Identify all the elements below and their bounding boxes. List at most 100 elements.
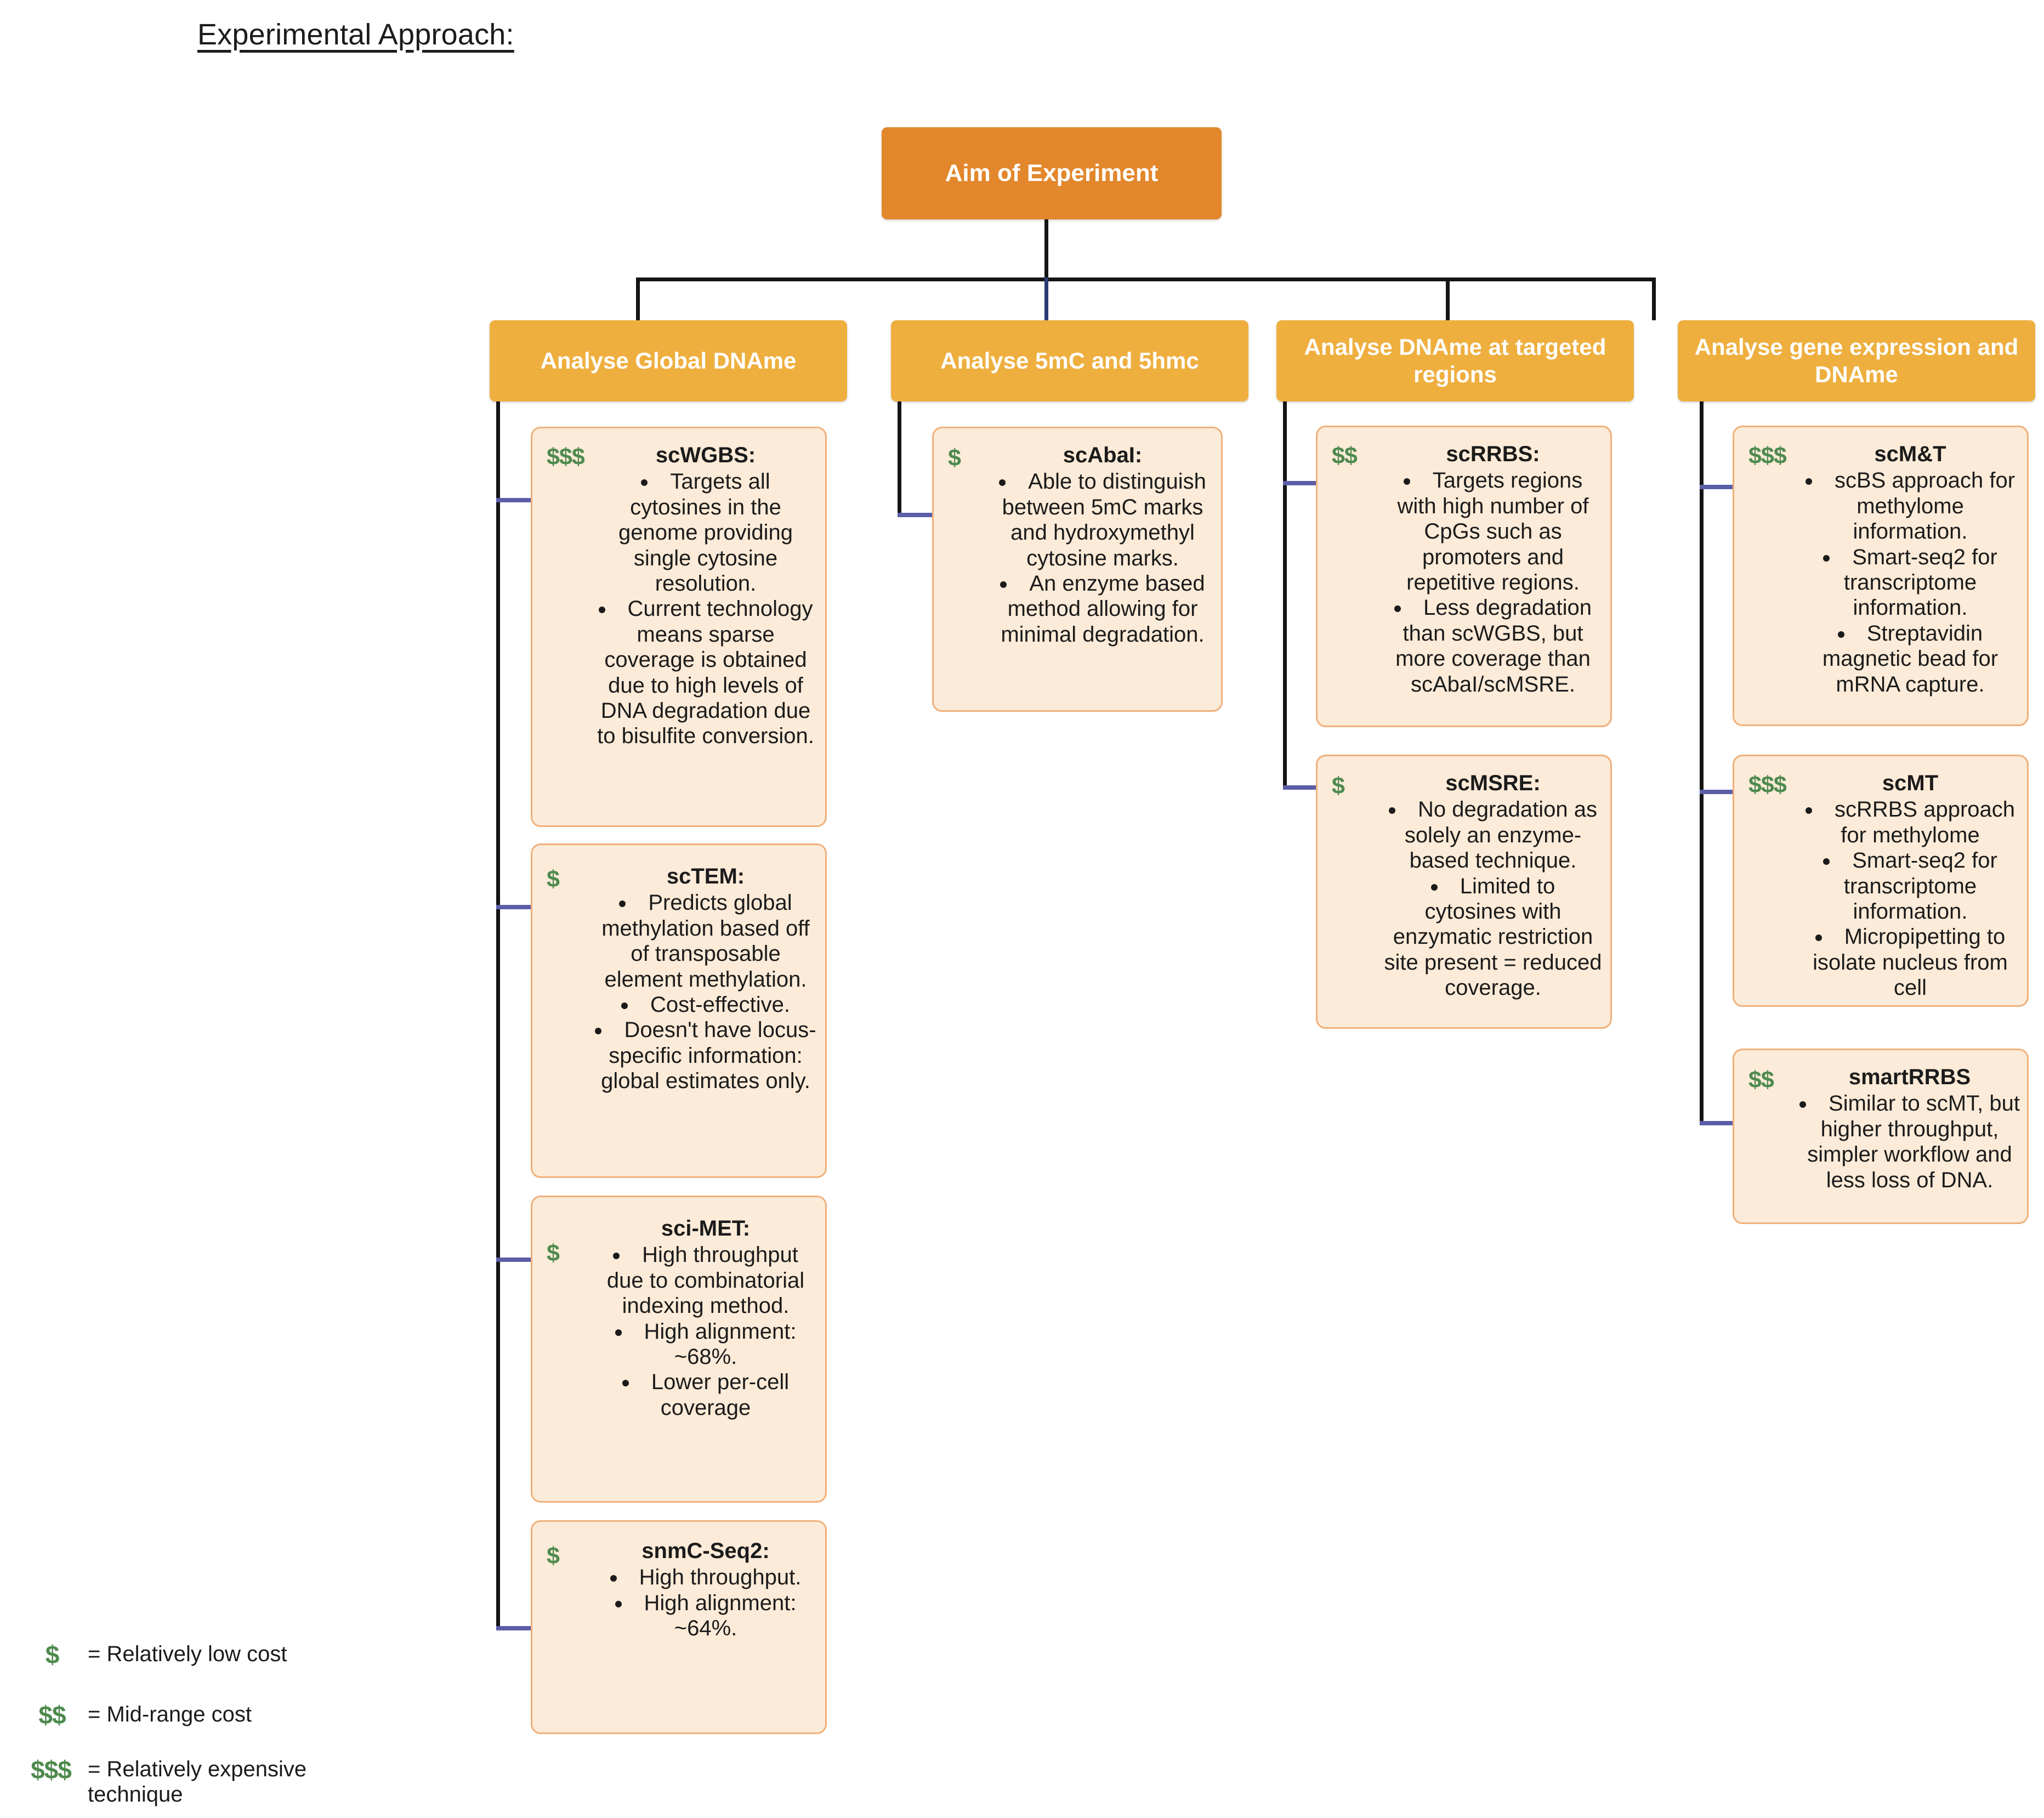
- node-label: Analyse Global DNAme: [540, 348, 797, 374]
- card-title: scRRBS:: [1446, 442, 1540, 466]
- page-title: Experimental Approach:: [197, 18, 514, 51]
- cost-indicator: $$$: [1748, 443, 1787, 469]
- card-title: scAbaI:: [1063, 443, 1143, 467]
- bullet-item: Predicts global methylation based off of…: [593, 890, 819, 992]
- category-drop-connector-3: [1446, 277, 1450, 320]
- card-title: sci-MET:: [661, 1216, 751, 1241]
- bullet-item: Lower per-cell coverage: [593, 1369, 819, 1420]
- cost-indicator: $: [1332, 773, 1345, 799]
- bullet-item: scRRBS approach for methylome: [1800, 797, 2020, 848]
- card-bullet-list: Able to distinguish between 5mC marks an…: [993, 469, 1212, 647]
- column-4-stub-2: [1700, 790, 1763, 794]
- bullet-item: Less degradation than scWGBS, but more c…: [1382, 595, 1604, 697]
- card-body: smartRRBS Similar to scMT, but higher th…: [1799, 1064, 2020, 1193]
- cost-indicator: $: [547, 1543, 560, 1569]
- bullet-item: Targets regions with high number of CpGs…: [1382, 468, 1604, 595]
- legend-symbol: $: [45, 1640, 60, 1669]
- card-body: scAbaI: Able to distinguish between 5mC …: [993, 443, 1212, 647]
- node-label: Aim of Experiment: [945, 160, 1159, 187]
- card-sci-met[interactable]: $ sci-MET: High throughput due to combin…: [531, 1196, 827, 1503]
- node-analyse-gene-expression-and-dname[interactable]: Analyse gene expression and DNAme: [1678, 320, 2035, 401]
- column-3-stub-2: [1283, 785, 1346, 790]
- card-bullet-list: scRRBS approach for methylome Smart-seq2…: [1800, 797, 2020, 1000]
- card-smartrrbs[interactable]: $$ smartRRBS Similar to scMT, but higher…: [1733, 1049, 2029, 1224]
- bullet-item: High alignment: ~68%.: [593, 1319, 819, 1370]
- card-scabai[interactable]: $ scAbaI: Able to distinguish between 5m…: [932, 427, 1223, 712]
- column-1-stub-4: [496, 1626, 559, 1630]
- card-title: scTEM:: [666, 864, 745, 888]
- card-body: scMSRE: No degradation as solely an enzy…: [1382, 771, 1604, 1001]
- card-body: snmC-Seq2: High throughput. High alignme…: [593, 1538, 819, 1641]
- root-down-connector: [1044, 219, 1048, 280]
- legend-label: = Relatively expensive technique: [88, 1757, 307, 1807]
- card-scrrbs[interactable]: $$ scRRBS: Targets regions with high num…: [1316, 426, 1612, 727]
- card-title: scM&T: [1874, 442, 1946, 466]
- cost-indicator: $: [547, 1240, 560, 1266]
- node-label: Analyse 5mC and 5hmc: [940, 348, 1199, 374]
- node-analyse-global-dname[interactable]: Analyse Global DNAme: [490, 320, 847, 401]
- category-bus-connector: [636, 277, 1656, 281]
- bullet-item: Doesn't have locus-specific information:…: [593, 1017, 819, 1094]
- column-4-stub-3: [1700, 1121, 1763, 1125]
- cost-indicator: $$$: [1748, 772, 1787, 798]
- bullet-item: An enzyme based method allowing for mini…: [993, 571, 1212, 647]
- card-body: scRRBS: Targets regions with high number…: [1382, 441, 1604, 697]
- column-1-spine: [496, 401, 500, 1630]
- bullet-item: Current technology means sparse coverage…: [593, 596, 819, 749]
- card-title: scMT: [1882, 771, 1939, 795]
- legend-symbol: $$$: [31, 1755, 72, 1784]
- node-aim-of-experiment[interactable]: Aim of Experiment: [882, 127, 1222, 219]
- column-1-stub-3: [496, 1258, 559, 1262]
- bullet-item: Cost-effective.: [593, 992, 819, 1017]
- bullet-item: Similar to scMT, but higher throughput, …: [1799, 1091, 2020, 1193]
- card-title: snmC-Seq2:: [641, 1539, 770, 1563]
- card-scmsre[interactable]: $ scMSRE: No degradation as solely an en…: [1316, 755, 1612, 1029]
- card-body: scTEM: Predicts global methylation based…: [593, 864, 819, 1094]
- node-label: Analyse gene expression and DNAme: [1694, 334, 2019, 387]
- node-analyse-dname-targeted-regions[interactable]: Analyse DNAme at targeted regions: [1276, 320, 1634, 401]
- bullet-item: Targets all cytosines in the genome prov…: [593, 469, 819, 596]
- cost-indicator: $$$: [547, 444, 585, 470]
- node-analyse-5mc-and-5hmc[interactable]: Analyse 5mC and 5hmc: [891, 320, 1248, 401]
- bullet-item: High throughput due to combinatorial ind…: [593, 1242, 819, 1318]
- category-drop-connector-1: [636, 277, 640, 320]
- bullet-item: Able to distinguish between 5mC marks an…: [993, 469, 1212, 571]
- bullet-item: scBS approach for methylome information.: [1800, 468, 2020, 544]
- column-1-stub-1: [496, 498, 559, 502]
- bullet-item: High alignment: ~64%.: [593, 1590, 819, 1641]
- card-scwgbs[interactable]: $$$ scWGBS: Targets all cytosines in the…: [531, 427, 827, 827]
- cost-indicator: $$: [1332, 443, 1358, 469]
- card-bullet-list: Targets all cytosines in the genome prov…: [593, 469, 819, 749]
- category-drop-connector-4: [1652, 277, 1656, 320]
- card-bullet-list: No degradation as solely an enzyme-based…: [1382, 797, 1604, 1000]
- card-bullet-list: Predicts global methylation based off of…: [593, 890, 819, 1094]
- cost-indicator: $$: [1748, 1067, 1774, 1093]
- card-body: scMT scRRBS approach for methylome Smart…: [1800, 771, 2020, 1001]
- card-body: sci-MET: High throughput due to combinat…: [593, 1216, 819, 1420]
- card-title: scWGBS:: [655, 443, 756, 467]
- card-sctem[interactable]: $ scTEM: Predicts global methylation bas…: [531, 843, 827, 1178]
- legend-label: = Relatively low cost: [88, 1642, 287, 1666]
- bullet-item: Streptavidin magnetic bead for mRNA capt…: [1800, 621, 2020, 697]
- column-3-stub-1: [1283, 481, 1346, 485]
- card-body: scM&T scBS approach for methylome inform…: [1800, 441, 2020, 697]
- legend-label: = Mid-range cost: [88, 1702, 252, 1726]
- column-2-stub-1: [898, 513, 961, 517]
- bullet-item: No degradation as solely an enzyme-based…: [1382, 797, 1604, 873]
- column-3-spine: [1283, 401, 1287, 790]
- bullet-item: Limited to cytosines with enzymatic rest…: [1382, 874, 1604, 1001]
- bullet-item: Smart-seq2 for transcriptome information…: [1800, 545, 2020, 621]
- node-label: Analyse DNAme at targeted regions: [1304, 334, 1606, 387]
- card-body: scWGBS: Targets all cytosines in the gen…: [593, 443, 819, 749]
- card-snmc-seq2[interactable]: $ snmC-Seq2: High throughput. High align…: [531, 1520, 827, 1734]
- legend-symbol: $$: [38, 1701, 66, 1729]
- column-4-stub-1: [1700, 485, 1763, 489]
- category-drop-connector-2: [1044, 277, 1048, 320]
- card-scmt[interactable]: $$$ scMT scRRBS approach for methylome S…: [1733, 755, 2029, 1007]
- bullet-item: Micropipetting to isolate nucleus from c…: [1800, 924, 2020, 1000]
- card-bullet-list: High throughput. High alignment: ~64%.: [593, 1565, 819, 1641]
- card-title: smartRRBS: [1848, 1065, 1971, 1089]
- card-bullet-list: High throughput due to combinatorial ind…: [593, 1242, 819, 1420]
- card-scmandt[interactable]: $$$ scM&T scBS approach for methylome in…: [1733, 426, 2029, 726]
